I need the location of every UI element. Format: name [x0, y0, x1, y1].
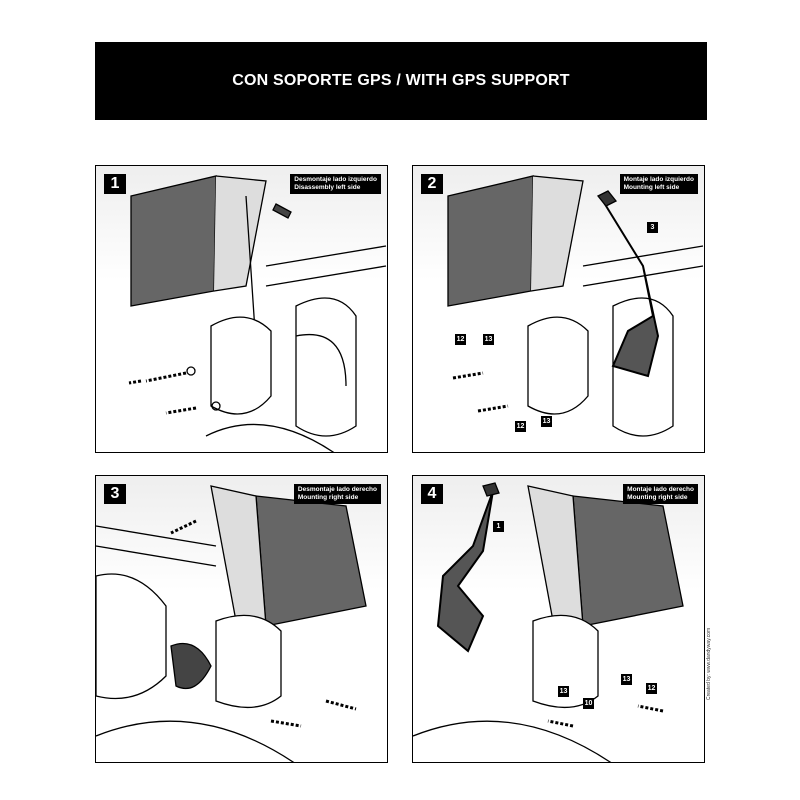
page-title: CON SOPORTE GPS / WITH GPS SUPPORT — [232, 72, 570, 89]
step-number: 3 — [104, 484, 126, 504]
part-tag: 10 — [583, 698, 594, 709]
step-number: 4 — [421, 484, 443, 504]
part-tag: 13 — [483, 334, 494, 345]
step-4-illustration — [413, 482, 684, 762]
part-tag: 12 — [646, 683, 657, 694]
part-tag: 3 — [647, 222, 658, 233]
part-tag: 13 — [621, 674, 632, 685]
page-header: CON SOPORTE GPS / WITH GPS SUPPORT — [95, 42, 707, 120]
step-1-illustration — [128, 175, 387, 452]
part-tag: 1 — [493, 521, 504, 532]
step-number: 2 — [421, 174, 443, 194]
credit-text: Created by: www.dandyway.com — [706, 627, 712, 700]
step-number: 1 — [104, 174, 126, 194]
step-3-illustration — [96, 485, 367, 762]
part-tag: 13 — [558, 686, 569, 697]
part-tag: 13 — [541, 416, 552, 427]
part-tag: 12 — [515, 421, 526, 432]
step-2-illustration — [447, 175, 704, 437]
part-tag: 12 — [455, 334, 466, 345]
